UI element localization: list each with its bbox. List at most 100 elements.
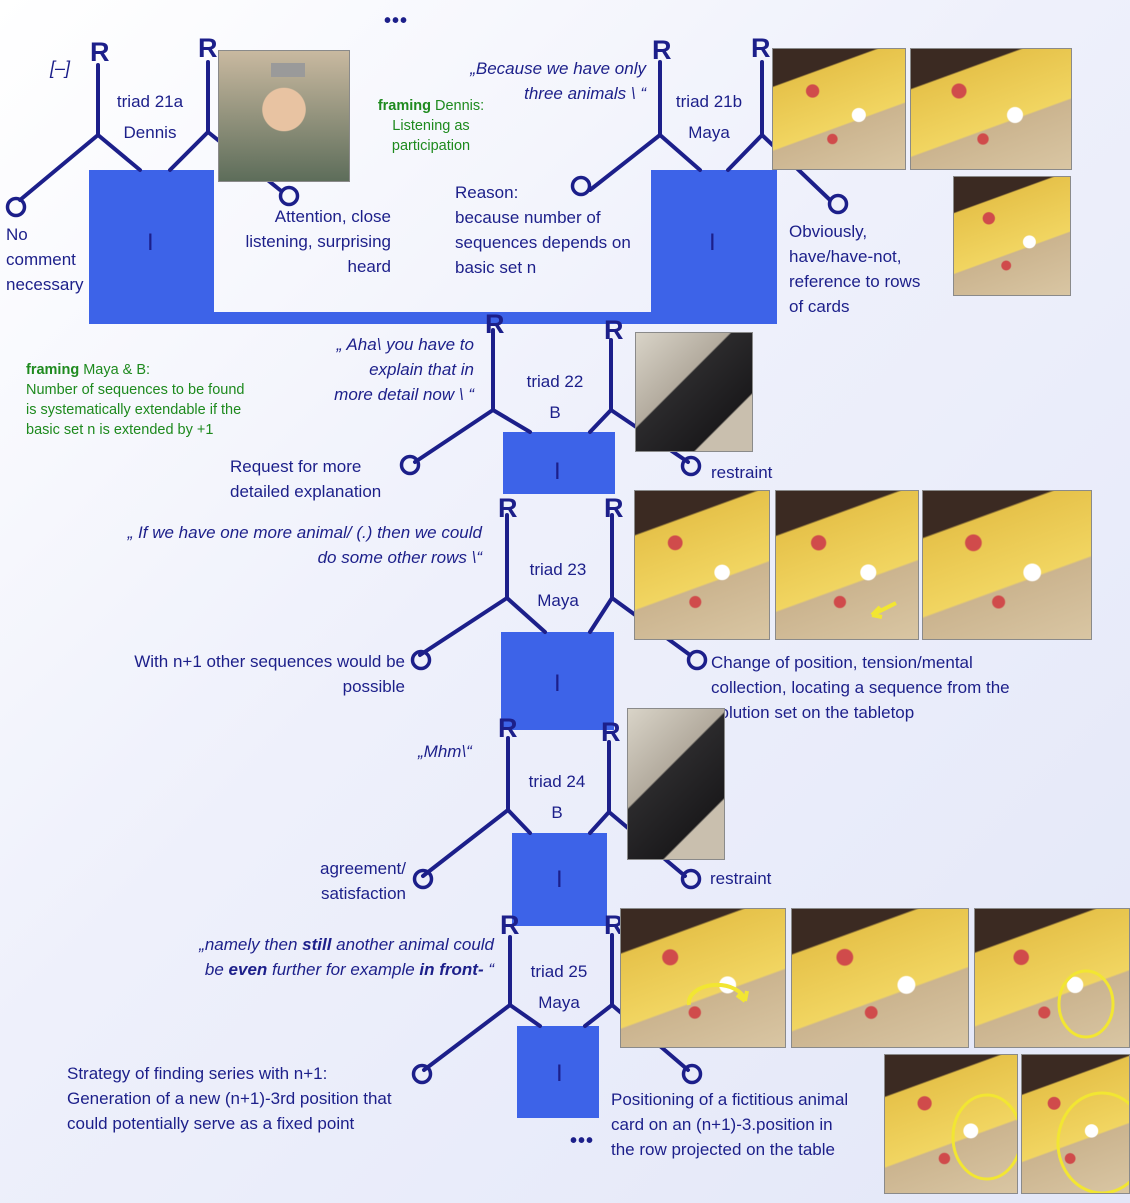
framing-word: framing: [377, 98, 431, 114]
triad-name: triad 25: [530, 962, 588, 981]
triad-speaker: Maya: [688, 123, 730, 142]
triad-speaker: B: [551, 803, 563, 822]
triad-25-label: triad 25 Maya: [509, 956, 609, 1018]
text-span: „namely then: [199, 935, 303, 954]
box-24: [512, 833, 607, 926]
framing-maya-b: framing Maya & B: Number of sequences to…: [26, 360, 244, 440]
text-line: basic set n: [455, 258, 537, 277]
quote-24: „Mhm\“: [418, 742, 472, 761]
lines-23-left: [418, 513, 547, 657]
box-22: [503, 432, 615, 494]
text-line: basic set n is extended by +1: [26, 422, 214, 438]
triad-speaker: Maya: [538, 993, 580, 1012]
circle-node-icon: [412, 868, 434, 890]
triad-24-label: triad 24 B: [507, 766, 607, 828]
text-line: sequences depends on: [455, 233, 631, 252]
text-line: listening, surprising: [245, 232, 391, 251]
text-line: Request for more: [230, 457, 362, 476]
quote-22: „ Aha\ you have to explain that in more …: [300, 332, 474, 407]
highlight-circle-icon: [1057, 969, 1115, 1039]
annotation-21b-right: Obviously, have/have-not, reference to r…: [789, 219, 920, 319]
annotation-25-left: Strategy of finding series with n+1: Gen…: [67, 1061, 392, 1136]
circle-node-icon: [570, 175, 592, 197]
text-line: Reason:: [455, 183, 519, 202]
text-line: explain that in: [369, 360, 474, 379]
triad-name: triad 23: [529, 560, 587, 579]
r-label: R: [498, 493, 518, 523]
text-line: could potentially serve as a fixed point: [67, 1114, 355, 1133]
annotation-25-right: Positioning of a fictitious animal card …: [611, 1087, 848, 1162]
r-label: R: [198, 33, 218, 63]
text-line: heard: [347, 257, 391, 276]
i-label: I: [554, 458, 561, 485]
r-label: R: [751, 33, 771, 63]
text-span: further for example: [267, 960, 420, 979]
top-ellipsis: •••: [384, 10, 409, 32]
r-label: R: [604, 493, 624, 523]
triad-speaker: Maya: [537, 591, 579, 610]
video-still-maya: [791, 908, 969, 1048]
annotation-21b-left: Reason: because number of sequences depe…: [455, 180, 631, 280]
lines-21b-left: [588, 60, 702, 192]
emphasis: even: [228, 960, 268, 979]
text-line: more detail now \ “: [334, 385, 474, 404]
text-line: is systematically extendable if the: [26, 402, 242, 418]
text-line: Strategy of finding series with n+1:: [67, 1064, 328, 1083]
text-line: With n+1 other sequences would be: [134, 652, 405, 671]
text-line: Listening as: [392, 118, 470, 134]
r-label: R: [604, 315, 624, 345]
r-label: R: [90, 37, 110, 67]
video-still-maya: [974, 908, 1130, 1048]
text-span: another animal could: [331, 935, 494, 954]
triad-name: triad 24: [528, 772, 586, 791]
lines-21a-left: [18, 63, 142, 202]
text-span: “: [483, 960, 494, 979]
video-still-maya: [884, 1054, 1018, 1194]
text-line: Obviously,: [789, 222, 868, 241]
video-still-maya: [910, 48, 1072, 170]
emphasis: still: [302, 935, 332, 954]
text-line: solution set on the tabletop: [711, 703, 915, 722]
triad-23-label: triad 23 Maya: [508, 554, 608, 616]
text-line: collection, locating a sequence from the: [711, 678, 1010, 697]
text-line: „Because we have only: [470, 59, 646, 78]
text-line: Change of position, tension/mental: [711, 653, 973, 672]
text-line: possible: [342, 677, 405, 696]
circle-node-icon: [827, 193, 849, 215]
text-line: Positioning of a fictitious animal: [611, 1090, 849, 1109]
text-line: card on an (n+1)-3.position in: [611, 1115, 833, 1134]
r-label: R: [500, 910, 520, 940]
i-label: I: [556, 1060, 563, 1087]
quote-23: „ If we have one more animal/ (.) then w…: [80, 520, 482, 570]
circle-node-icon: [410, 649, 432, 671]
triad-lines: [18, 60, 832, 1072]
i-label: I: [554, 670, 561, 697]
rotation-arrow-icon: [686, 982, 749, 1006]
r-label: R: [498, 713, 518, 743]
text-line: „ Aha\ you have to: [336, 335, 474, 354]
r-label: R: [604, 910, 624, 940]
text-line: of cards: [789, 297, 850, 316]
triad-speaker: Dennis: [123, 123, 177, 142]
text-line: detailed explanation: [230, 482, 382, 501]
annotation-22-left: Request for more detailed explanation: [230, 454, 381, 504]
framing-subject: Maya & B:: [79, 362, 151, 378]
box-21-bar: [89, 312, 777, 324]
video-still-maya: [772, 48, 906, 170]
box-21b: [651, 170, 777, 324]
box-25: [517, 1026, 599, 1118]
triad-name: triad 21b: [675, 92, 743, 111]
text-line: because number of: [455, 208, 601, 227]
annotation-23-right: Change of position, tension/mental colle…: [711, 650, 1010, 725]
video-still-dennis: [218, 50, 350, 182]
triad-21a-label: triad 21a Dennis: [100, 86, 200, 148]
triad-21b-label: triad 21b Maya: [660, 86, 758, 148]
annotation-22-right: restraint: [711, 463, 773, 482]
triad-name: triad 21a: [116, 92, 184, 111]
text-span: be: [204, 960, 229, 979]
video-still-maya: [620, 908, 786, 1048]
framing-dennis: framing Dennis: Listening as participati…: [362, 96, 500, 156]
triad-name: triad 22: [526, 372, 584, 391]
video-still-maya: [922, 490, 1092, 640]
